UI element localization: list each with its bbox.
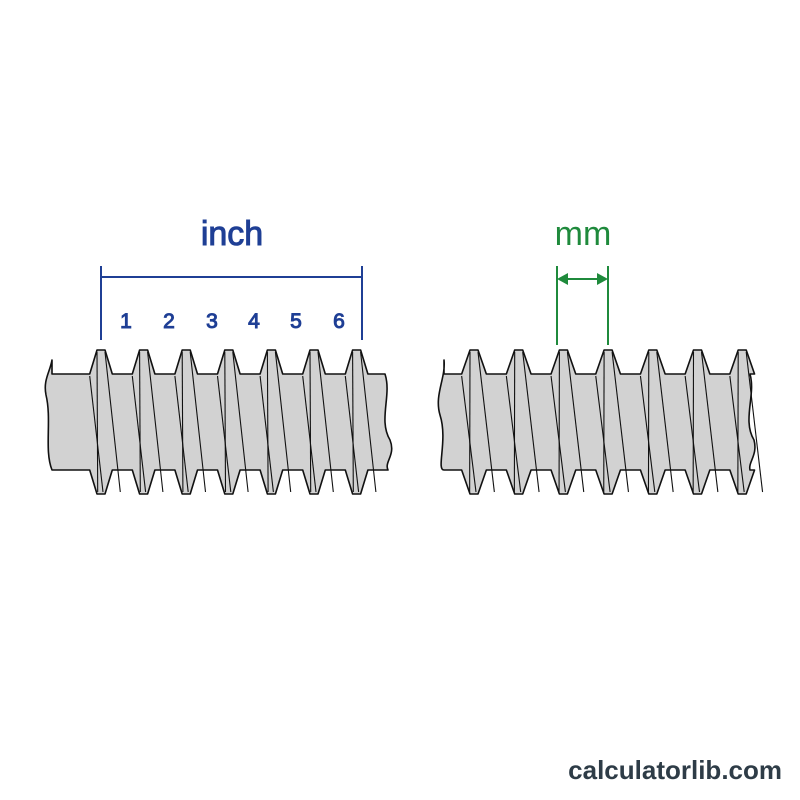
left-flank-line [360, 351, 377, 493]
right-flank-line [639, 375, 656, 493]
thread-number-1: 1 [120, 310, 132, 333]
left-flank-line [302, 375, 317, 493]
left-flank-line [89, 375, 104, 493]
left-flank-line [147, 351, 164, 493]
right-flank-line [550, 375, 566, 493]
left-thread-body [45, 350, 392, 494]
mm-arrowhead-right [597, 273, 608, 285]
thread-number-2: 2 [163, 310, 175, 333]
left-threaded-rod [44, 349, 393, 495]
left-flank-line [131, 375, 147, 493]
right-thread-outline [437, 349, 756, 495]
mm-dimension: mm [555, 215, 612, 345]
mm-label: mm [555, 215, 612, 253]
left-flank-line [139, 351, 141, 493]
right-flank-line [461, 375, 477, 493]
right-flank-line [700, 351, 719, 493]
left-flank-line [274, 351, 292, 493]
thread-number-3: 3 [206, 310, 218, 333]
inch-label: inch [201, 215, 263, 253]
left-flank-line [259, 375, 274, 493]
right-thread-flank-lines [461, 351, 764, 493]
right-flank-line [595, 375, 611, 493]
left-flank-line [352, 351, 354, 493]
right-flank-line [505, 375, 522, 493]
right-flank-line [684, 375, 701, 493]
left-flank-line [96, 351, 99, 493]
right-flank-line [745, 351, 764, 493]
inch-dimension: inch 1 2 3 4 5 6 [100, 215, 363, 340]
left-flank-line [344, 375, 360, 493]
mm-arrowhead-left [557, 273, 568, 285]
left-flank-line [266, 351, 269, 493]
left-flank-line [232, 351, 249, 493]
left-flank-line [224, 351, 227, 493]
right-thread-body [438, 350, 755, 494]
right-flank-line [656, 351, 674, 493]
left-thread-flank-lines [89, 351, 377, 493]
left-flank-line [317, 351, 334, 493]
thread-number-6: 6 [333, 310, 345, 333]
thread-number-5: 5 [290, 310, 302, 333]
left-flank-line [181, 351, 184, 493]
thread-number-4: 4 [248, 310, 260, 333]
right-threaded-rod [437, 349, 764, 495]
left-flank-line [309, 351, 312, 493]
right-flank-line [729, 375, 745, 493]
right-flank-line [522, 351, 540, 493]
right-flank-line [477, 351, 495, 493]
left-thread-outline [44, 349, 393, 495]
left-flank-line [216, 375, 232, 493]
left-flank-line [104, 351, 121, 493]
left-flank-line [189, 351, 207, 493]
left-flank-line [174, 375, 189, 493]
right-flank-line [611, 351, 629, 493]
calculatorlib-watermark: calculatorlib.com [568, 755, 782, 785]
right-flank-line [566, 351, 585, 493]
